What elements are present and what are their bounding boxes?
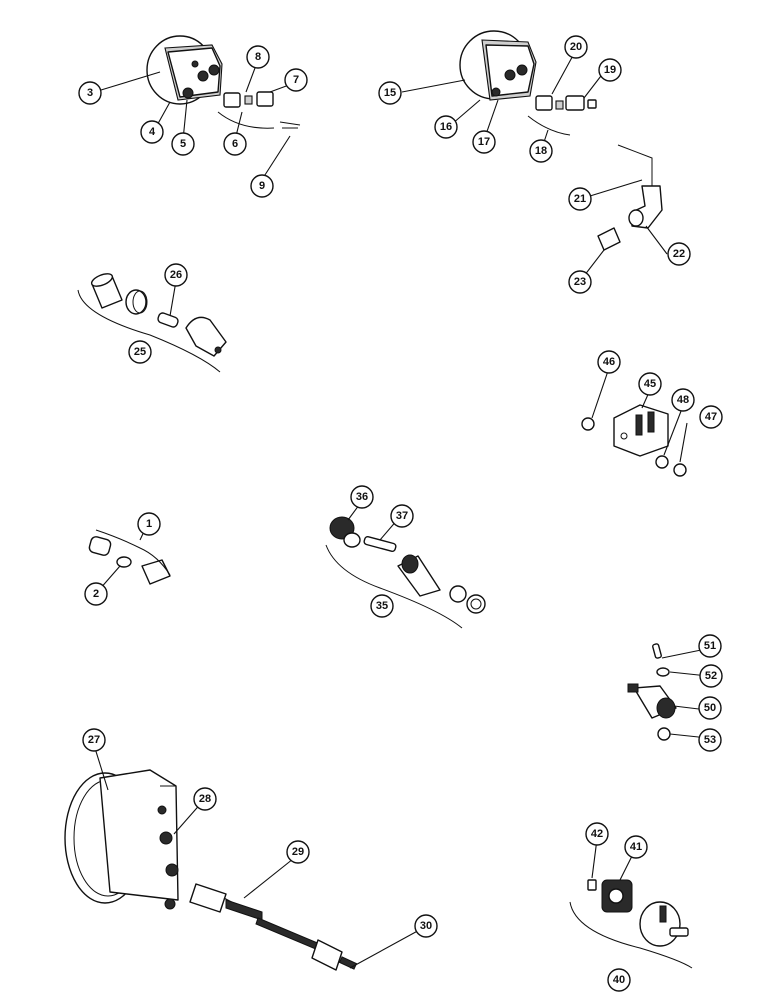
callout-25: 25: [128, 340, 152, 364]
bulb-socket-25: [77, 273, 227, 373]
callout-30: 30: [414, 914, 438, 938]
callout-28: 28: [193, 787, 217, 811]
svg-text:35: 35: [376, 600, 388, 612]
svg-text:42: 42: [591, 828, 603, 840]
switch-45-assembly: [581, 404, 687, 477]
fuse-holder-35: [325, 516, 486, 629]
svg-text:46: 46: [603, 356, 615, 368]
callout-48: 48: [671, 388, 695, 412]
bulb-socket-1: [88, 529, 171, 585]
callout-41: 41: [624, 835, 648, 859]
svg-text:45: 45: [644, 378, 656, 390]
callout-51: 51: [698, 634, 722, 658]
svg-text:36: 36: [356, 491, 368, 503]
svg-text:5: 5: [180, 138, 186, 150]
svg-text:9: 9: [259, 180, 265, 192]
svg-text:17: 17: [478, 136, 490, 148]
fittings-18: [527, 95, 597, 136]
svg-text:19: 19: [604, 64, 616, 76]
svg-text:48: 48: [677, 394, 689, 406]
callout-19: 19: [598, 58, 622, 82]
callout-9: 9: [250, 174, 274, 198]
svg-text:40: 40: [613, 974, 625, 986]
switch-40-assembly: [569, 879, 693, 969]
cable-29-30: [189, 883, 358, 971]
callout-22: 22: [667, 242, 691, 266]
callout-4: 4: [140, 120, 164, 144]
callout-15: 15: [378, 81, 402, 105]
svg-text:21: 21: [574, 193, 586, 205]
callout-23: 23: [568, 270, 592, 294]
svg-text:15: 15: [384, 87, 396, 99]
callout-3: 3: [78, 81, 102, 105]
svg-text:8: 8: [255, 51, 261, 63]
callout-52: 52: [699, 664, 723, 688]
svg-text:6: 6: [232, 138, 238, 150]
svg-text:23: 23: [574, 276, 586, 288]
callout-20: 20: [564, 35, 588, 59]
svg-text:7: 7: [293, 74, 299, 86]
svg-text:2: 2: [93, 588, 99, 600]
callout-2: 2: [84, 582, 108, 606]
svg-text:52: 52: [705, 670, 717, 682]
svg-text:51: 51: [704, 640, 716, 652]
sender-elbow-21-22: [597, 144, 663, 251]
callout-36: 36: [350, 485, 374, 509]
callout-7: 7: [284, 68, 308, 92]
svg-text:4: 4: [149, 126, 156, 138]
callout-40: 40: [607, 968, 631, 992]
gauge-27-assembly: [64, 769, 179, 910]
svg-text:30: 30: [420, 920, 432, 932]
fittings-6: [217, 91, 301, 129]
callout-18: 18: [529, 139, 553, 163]
svg-text:41: 41: [630, 841, 642, 853]
gauge-15-assembly: [459, 30, 537, 101]
svg-text:26: 26: [170, 269, 182, 281]
callout-29: 29: [286, 840, 310, 864]
callout-47: 47: [699, 405, 723, 429]
svg-text:47: 47: [705, 411, 717, 423]
svg-text:27: 27: [88, 734, 100, 746]
callout-42: 42: [585, 822, 609, 846]
callout-8: 8: [246, 45, 270, 69]
svg-text:28: 28: [199, 793, 211, 805]
callout-37: 37: [390, 504, 414, 528]
callout-16: 16: [434, 115, 458, 139]
gauge-3-assembly: [146, 35, 223, 105]
callout-50: 50: [698, 696, 722, 720]
svg-text:1: 1: [146, 518, 152, 530]
callout-1: 1: [137, 512, 161, 536]
svg-text:20: 20: [570, 41, 582, 53]
sender-50-assembly: [627, 643, 677, 741]
callout-17: 17: [472, 130, 496, 154]
callout-46: 46: [597, 350, 621, 374]
svg-text:25: 25: [134, 346, 146, 358]
svg-text:50: 50: [704, 702, 716, 714]
svg-text:29: 29: [292, 846, 304, 858]
callout-27: 27: [82, 728, 106, 752]
svg-text:37: 37: [396, 510, 408, 522]
callout-6: 6: [223, 132, 247, 156]
callout-5: 5: [171, 132, 195, 156]
svg-text:22: 22: [673, 248, 685, 260]
callout-53: 53: [698, 728, 722, 752]
callout-35: 35: [370, 594, 394, 618]
callout-21: 21: [568, 187, 592, 211]
callout-45: 45: [638, 372, 662, 396]
svg-text:16: 16: [440, 121, 452, 133]
svg-text:53: 53: [704, 734, 716, 746]
svg-text:18: 18: [535, 145, 547, 157]
callout-26: 26: [164, 263, 188, 287]
svg-text:3: 3: [87, 87, 93, 99]
